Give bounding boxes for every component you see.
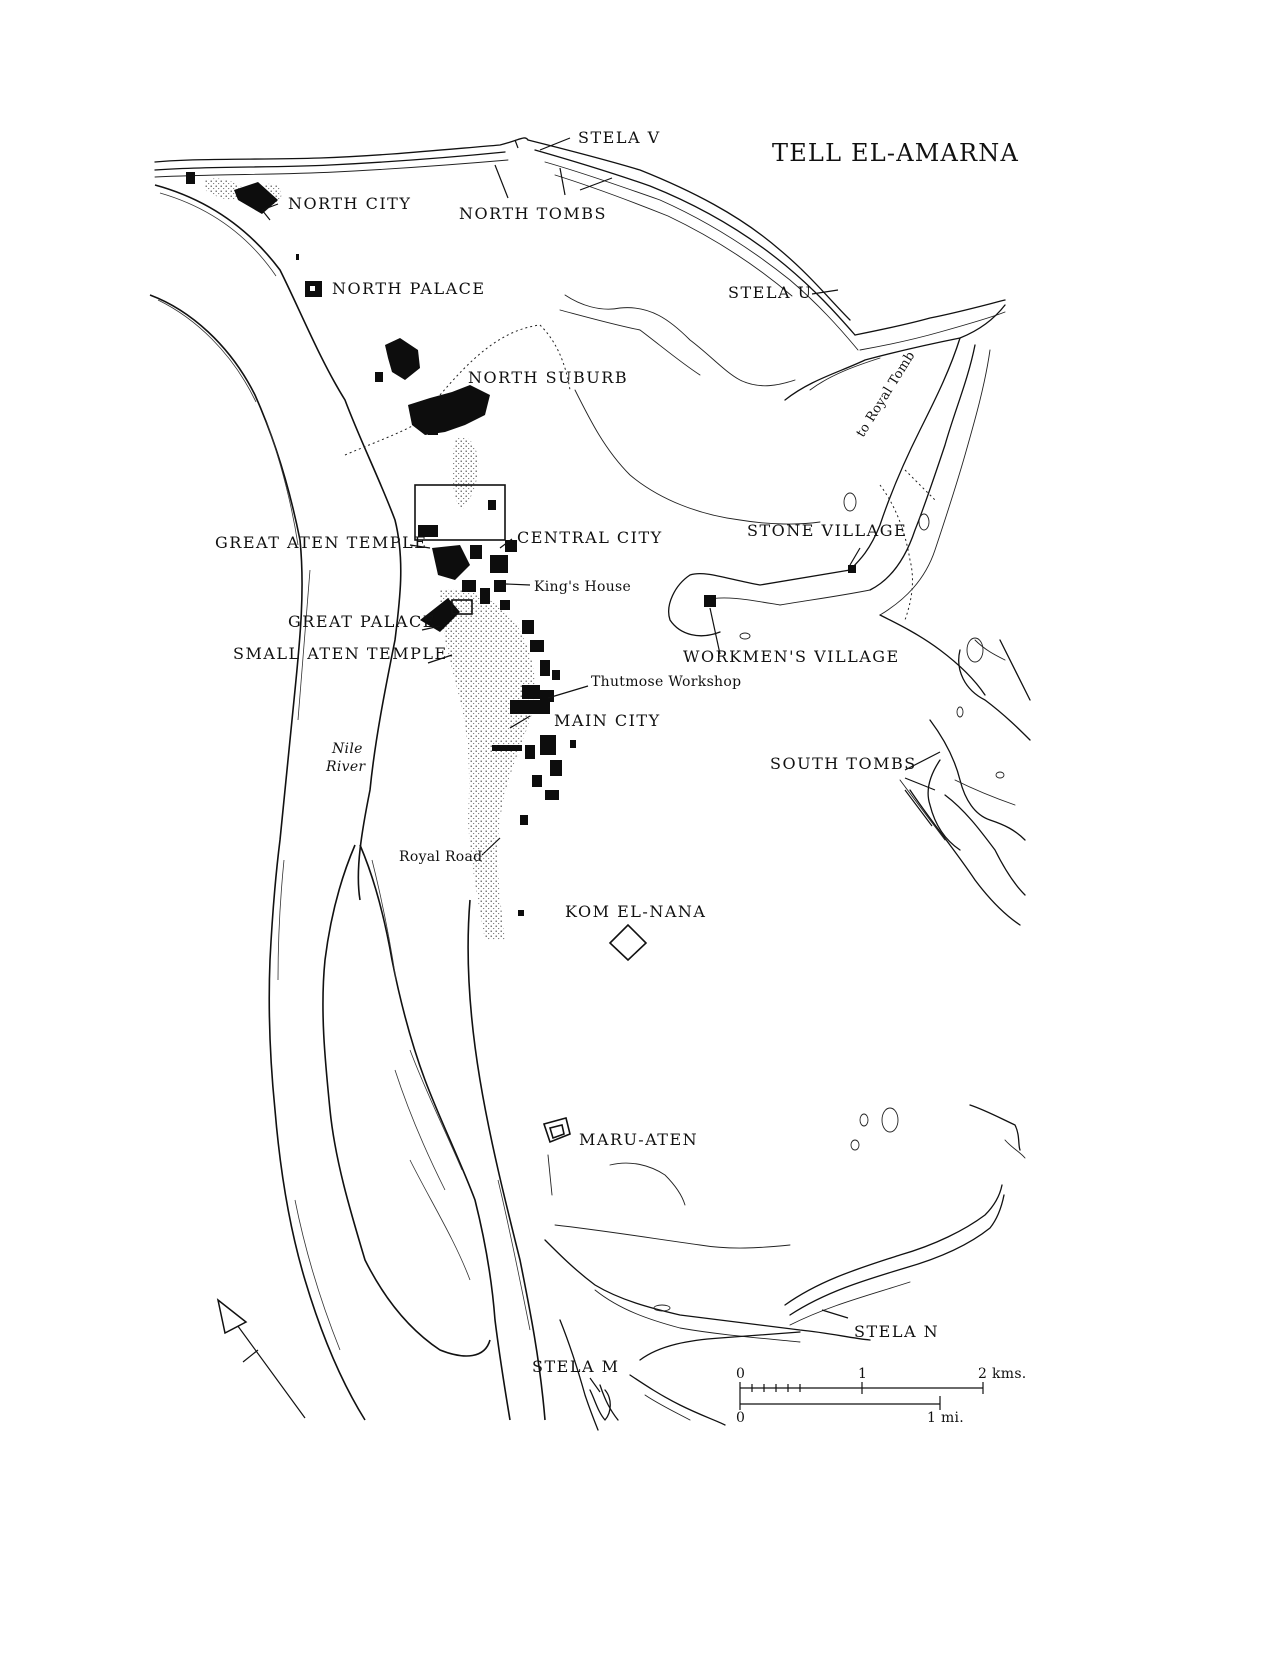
- great-aten-temple-enclosure: [414, 484, 506, 541]
- label-maru-aten: MARU-ATEN: [579, 1130, 698, 1149]
- dotted-tracks: [344, 324, 936, 621]
- label-north-palace: NORTH PALACE: [332, 279, 486, 298]
- village-buildings: [704, 565, 856, 607]
- scale-km-1: 1: [858, 1366, 867, 1382]
- label-thutmose-workshop: Thutmose Workshop: [591, 674, 741, 690]
- label-small-aten-temple: SMALL ATEN TEMPLE: [233, 644, 448, 663]
- maru-aten-enclosure: [542, 1117, 571, 1144]
- label-nile-1: Nile: [331, 741, 363, 757]
- kom-el-nana-enclosure: [608, 923, 648, 962]
- map-labels: TELL EL-AMARNA STELA V NORTH CITY NORTH …: [215, 128, 1019, 1376]
- label-south-tombs: SOUTH TOMBS: [770, 754, 917, 773]
- north-suburb-buildings: [375, 338, 490, 435]
- scale-km-2: 2 kms.: [978, 1366, 1027, 1382]
- label-stela-n: STELA N: [854, 1322, 939, 1341]
- label-royal-road: Royal Road: [399, 849, 482, 865]
- label-main-city: MAIN CITY: [554, 711, 661, 730]
- label-north-suburb: NORTH SUBURB: [468, 368, 628, 387]
- label-stela-u: STELA U: [728, 283, 813, 302]
- label-kings-house: King's House: [534, 579, 631, 595]
- north-cliffs: [154, 137, 1006, 401]
- south-cliffs: [899, 719, 1026, 1159]
- label-north-city: NORTH CITY: [288, 194, 411, 213]
- main-city-buildings: [492, 620, 576, 916]
- north-palace-building: [305, 281, 322, 297]
- scale-km-0: 0: [736, 1366, 745, 1382]
- label-great-aten-temple: GREAT ATEN TEMPLE: [215, 533, 427, 552]
- leader-lines: [261, 137, 941, 1393]
- scale-bar: 0 1 2 kms. 0 1 mi.: [736, 1366, 1027, 1426]
- label-to-royal-tomb: to Royal Tomb: [854, 349, 919, 440]
- north-city-buildings: [186, 172, 299, 260]
- label-central-city: CENTRAL CITY: [517, 528, 663, 547]
- scale-mi-0: 0: [736, 1410, 745, 1426]
- map-title: TELL EL-AMARNA: [772, 139, 1019, 167]
- label-great-palace: GREAT PALACE: [288, 612, 436, 631]
- nile-river: [149, 184, 546, 1421]
- label-stela-m: STELA M: [532, 1357, 619, 1376]
- label-kom-el-nana: KOM EL-NANA: [565, 902, 706, 921]
- label-workmens-village: WORKMEN'S VILLAGE: [683, 647, 900, 666]
- scale-mi-1: 1 mi.: [927, 1410, 964, 1426]
- wadi-stream: [559, 294, 821, 525]
- small-hills: [653, 492, 1005, 1312]
- label-nile-2: River: [325, 759, 366, 775]
- central-city-buildings: [414, 484, 517, 632]
- label-stone-village: STONE VILLAGE: [747, 521, 907, 540]
- label-north-tombs: NORTH TOMBS: [459, 204, 607, 223]
- north-arrow-icon: [216, 1298, 306, 1419]
- south-cliffs-lower: [544, 1154, 1005, 1431]
- east-cliffs: [668, 337, 1031, 741]
- label-stela-v: STELA V: [578, 128, 661, 147]
